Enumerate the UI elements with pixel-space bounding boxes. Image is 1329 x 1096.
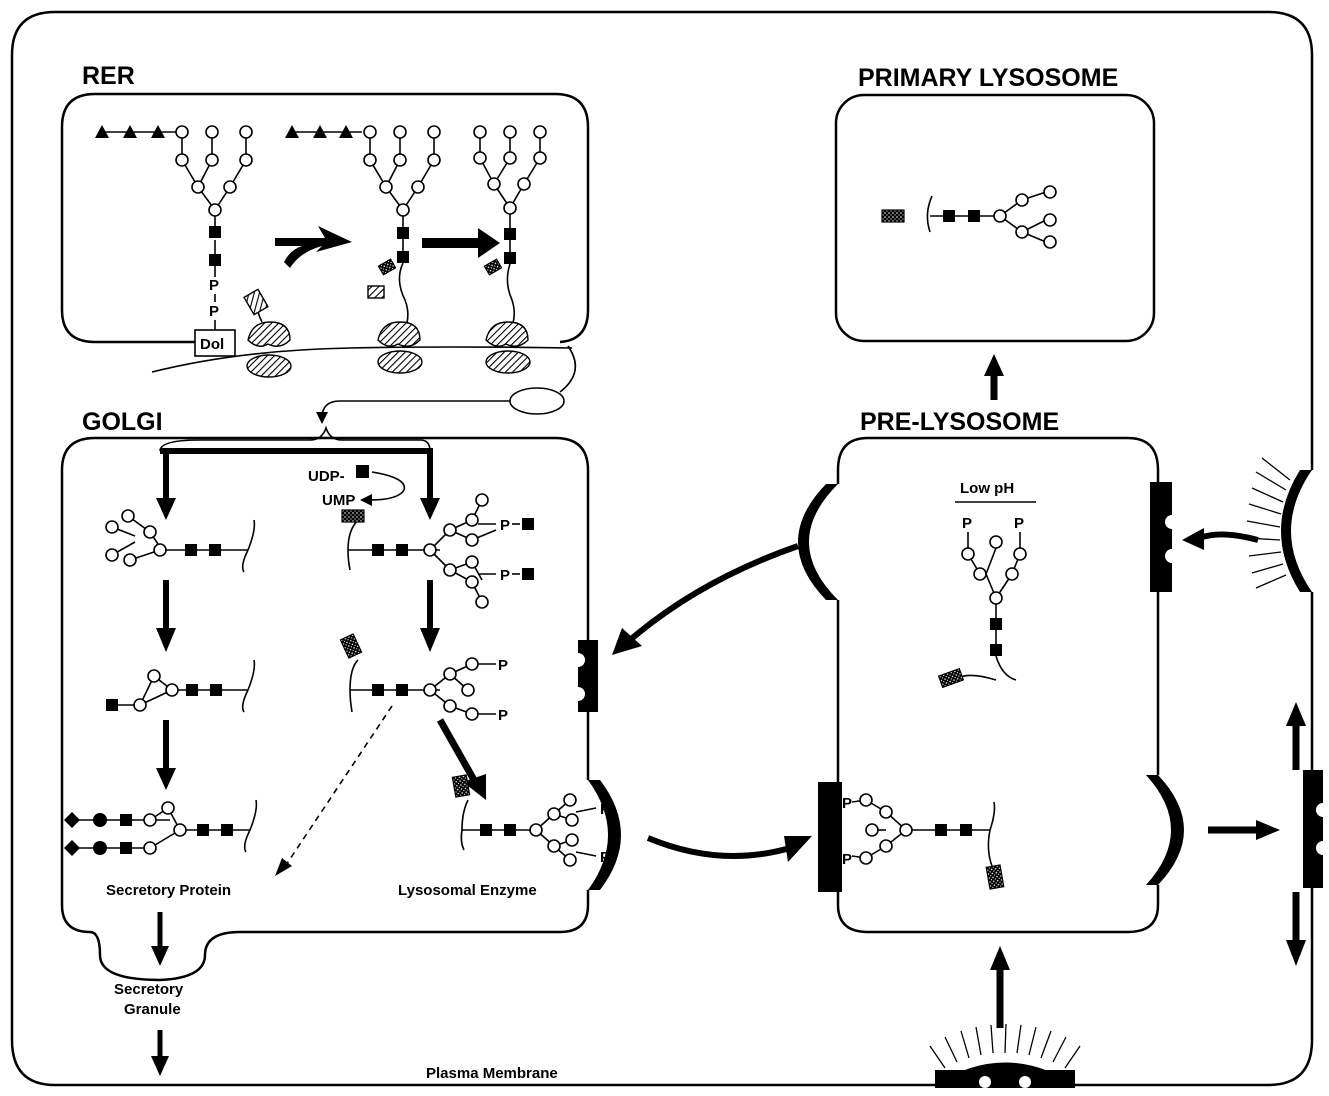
dolichol-box <box>194 329 236 357</box>
pre-lysosome-box <box>836 436 1160 934</box>
golgi-secretory-glycan-3 <box>64 799 258 856</box>
lysosomal-enzyme-label: Lysosomal Enzyme <box>398 882 537 899</box>
golgi-receptor <box>578 640 598 712</box>
golgi-p6: P <box>600 849 610 866</box>
golgi-box <box>60 436 590 982</box>
rer-oligosaccharide-2 <box>285 125 441 336</box>
secretory-granule-label-2: Granule <box>124 1001 181 1018</box>
rer-arrow-2 <box>422 228 500 258</box>
er-membrane <box>151 346 573 373</box>
vesicle-to-golgi-arrow <box>321 400 510 419</box>
dol-oligosaccharide <box>95 125 253 266</box>
golgi-p1: P <box>500 517 510 534</box>
prelys-p3: P <box>842 795 852 812</box>
ribosome-1 <box>243 288 292 378</box>
udp-label: UDP- <box>308 468 345 485</box>
vesicle-stalk <box>559 345 577 393</box>
receptor-recycling-arrow <box>628 543 799 643</box>
prelys-p1: P <box>962 515 972 532</box>
pre-lysosome-title: PRE-LYSOSOME <box>860 408 1059 436</box>
receptor-plasma-membrane <box>1303 770 1323 888</box>
golgi-p5: P <box>600 801 610 818</box>
coated-pit-bottom <box>935 1062 1075 1085</box>
rer-box <box>60 92 590 344</box>
secretory-protein-label: Secretory Protein <box>106 882 231 899</box>
transport-vesicle <box>509 387 565 415</box>
low-ph-label: Low pH <box>960 480 1014 497</box>
golgi-brace <box>159 425 431 452</box>
primary-lysosome-box <box>834 93 1156 343</box>
rer-arrow-1 <box>275 226 352 268</box>
ribosome-2 <box>377 321 423 374</box>
dol-phosphate-2: P <box>209 303 219 320</box>
golgi-secretory-glycan-2 <box>106 659 256 713</box>
ribosome-3 <box>485 321 531 374</box>
plasma-membrane-label: Plasma Membrane <box>426 1065 558 1082</box>
rer-title: RER <box>82 62 135 90</box>
golgi-lysosomal-glycan-3: P P <box>451 774 610 867</box>
dol-phosphate-1: P <box>209 277 219 294</box>
coat-bristles-right <box>1246 457 1291 589</box>
rer-oligosaccharide-3 <box>473 125 547 336</box>
golgi-title: GOLGI <box>82 408 163 436</box>
golgi-p2: P <box>500 567 510 584</box>
pre-lysosome-glycan-2: P P <box>842 793 1005 890</box>
secretory-granule-label-1: Secretory <box>114 981 184 998</box>
golgi-secretory-glycan-1 <box>105 509 256 573</box>
pre-lysosome-glycan-1: P P <box>937 515 1027 689</box>
dol-label: Dol <box>200 336 224 353</box>
missorting-dashed-arrow <box>283 705 393 869</box>
primary-lysosome-glycan <box>881 185 1057 249</box>
golgi-lysosomal-glycan-2: P P <box>339 633 508 724</box>
primary-lysosome-title: PRIMARY LYSOSOME <box>858 64 1118 92</box>
prelys-p2: P <box>1014 515 1024 532</box>
golgi-lysosomal-glycan-1: P P <box>341 493 534 609</box>
prelys-p4: P <box>842 851 852 868</box>
golgi-p3: P <box>498 657 508 674</box>
golgi-to-prelysosome-arrow <box>646 835 791 859</box>
plasma-membrane <box>10 10 1314 1087</box>
ump-label: UMP <box>322 492 355 509</box>
coat-bristles-bottom <box>929 1023 1081 1069</box>
coated-pit-right <box>1281 470 1312 592</box>
golgi-p4: P <box>498 707 508 724</box>
golgi-coated-bud <box>588 780 621 890</box>
